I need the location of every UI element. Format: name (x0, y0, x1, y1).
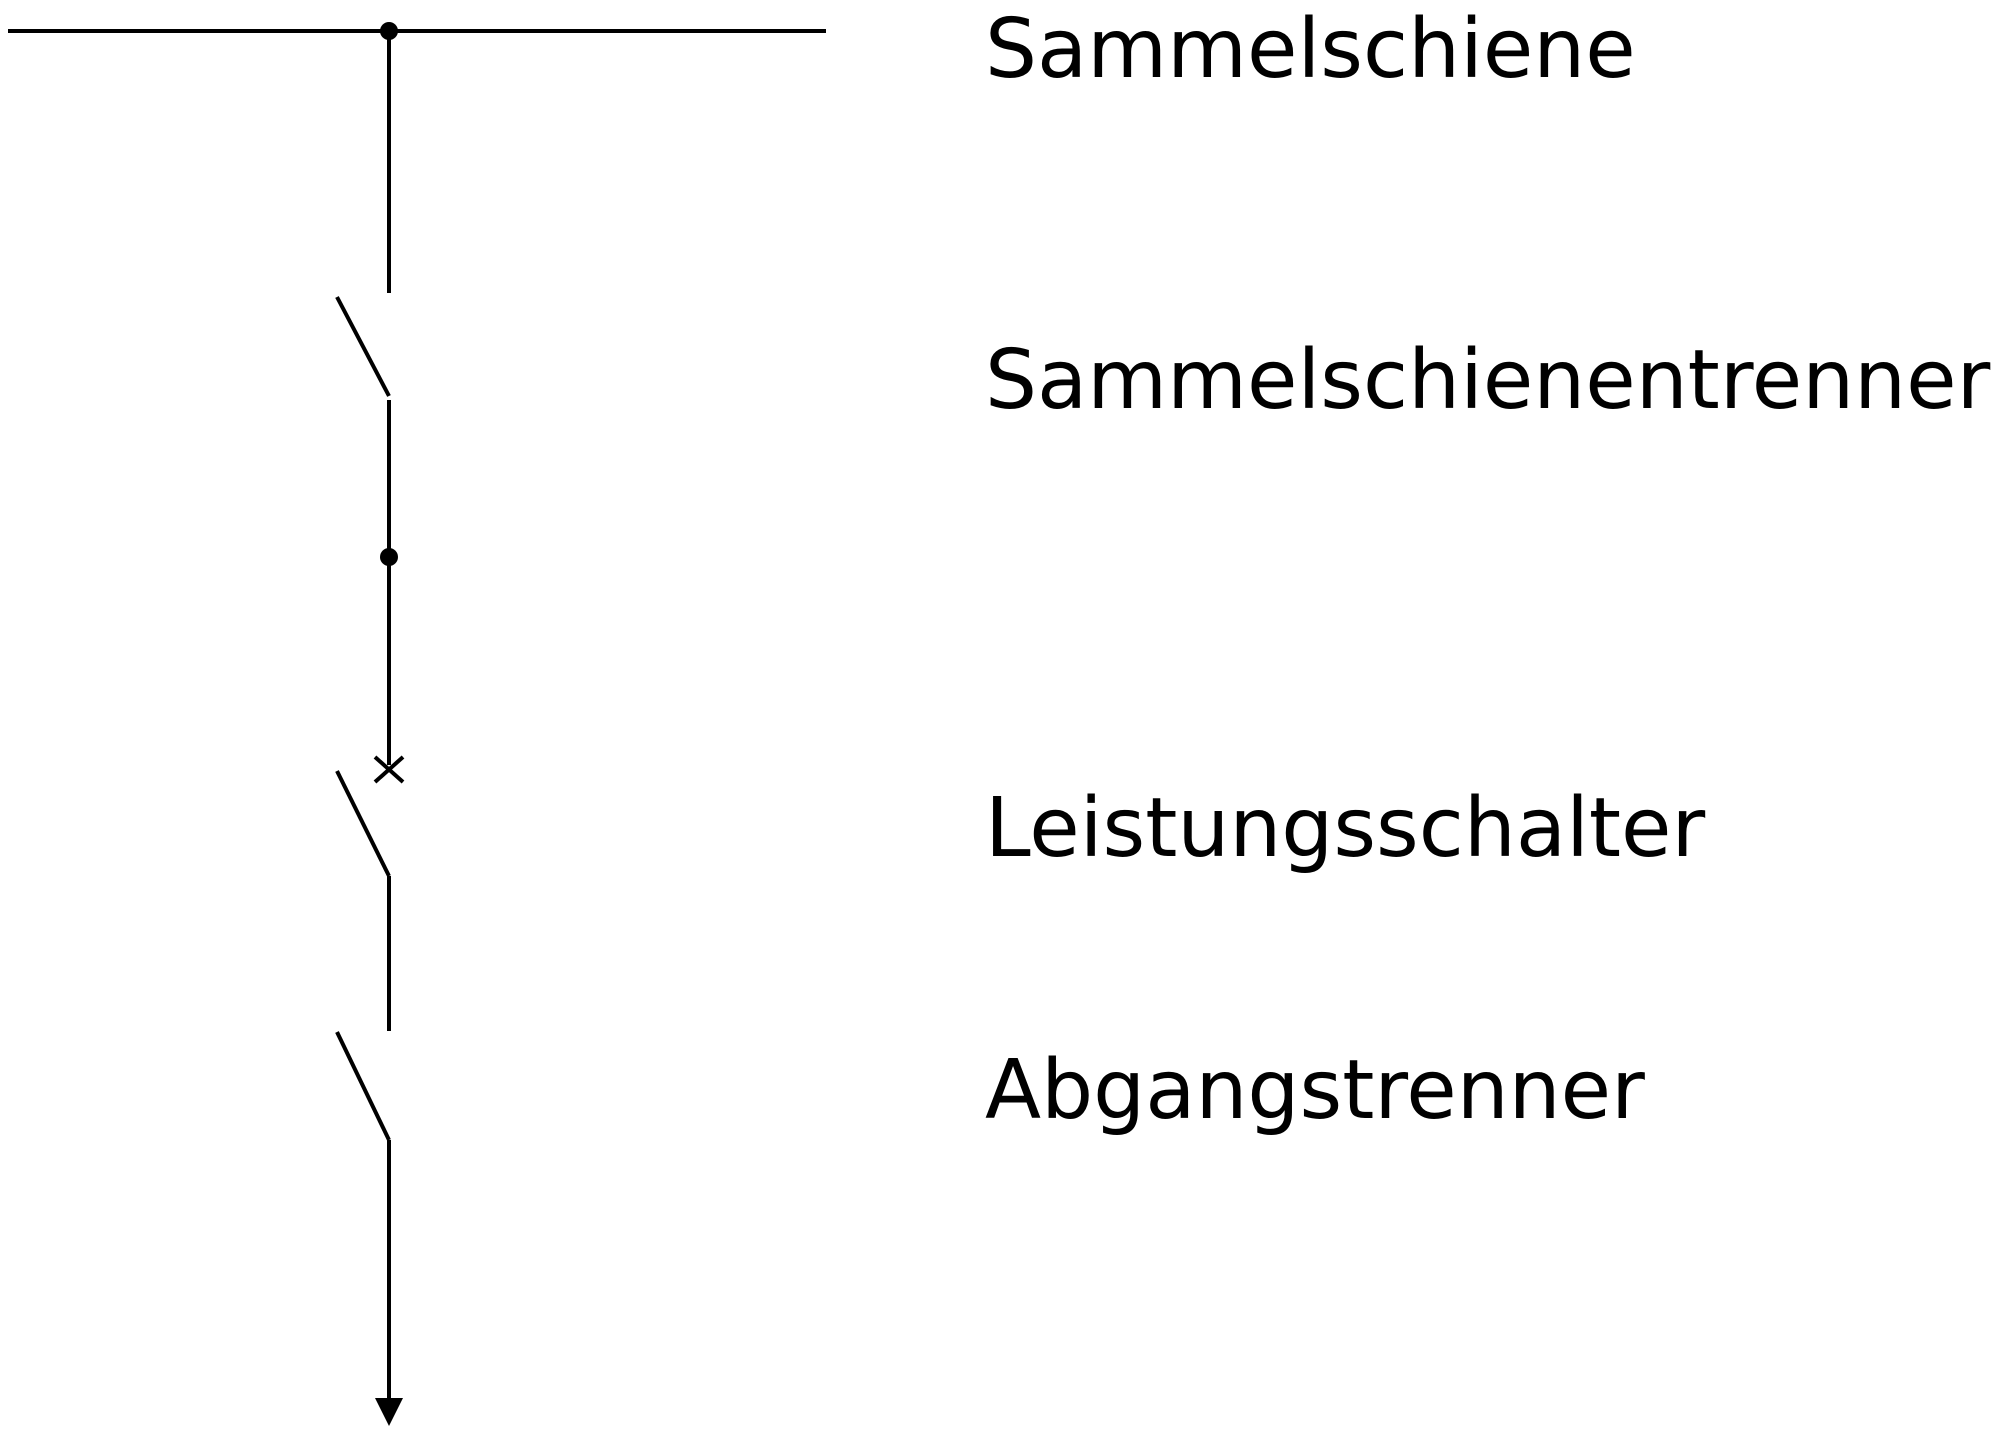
busbar (8, 22, 826, 40)
breaker-blade (335, 770, 391, 877)
label-feeder-disconnector: Abgangstrenner (985, 1043, 1645, 1138)
busbar-disconnector-switch-icon (335, 296, 391, 397)
label-circuit-breaker: Leistungsschalter (985, 781, 1705, 876)
busbar-disconnector-blade (335, 296, 391, 397)
label-busbar: Sammelschiene (985, 2, 1636, 97)
feeder-disconnector-blade (335, 1031, 391, 1141)
feeder-disconnector-switch-icon (335, 1031, 391, 1141)
feeder-junction-dot-icon (380, 548, 398, 566)
breaker-cross-stroke-b (373, 755, 405, 784)
outgoing-arrow-down-icon (375, 1398, 403, 1426)
circuit-breaker-switch-icon (335, 755, 405, 877)
label-busbar-disconnector: Sammelschienentrenner (985, 333, 1991, 428)
